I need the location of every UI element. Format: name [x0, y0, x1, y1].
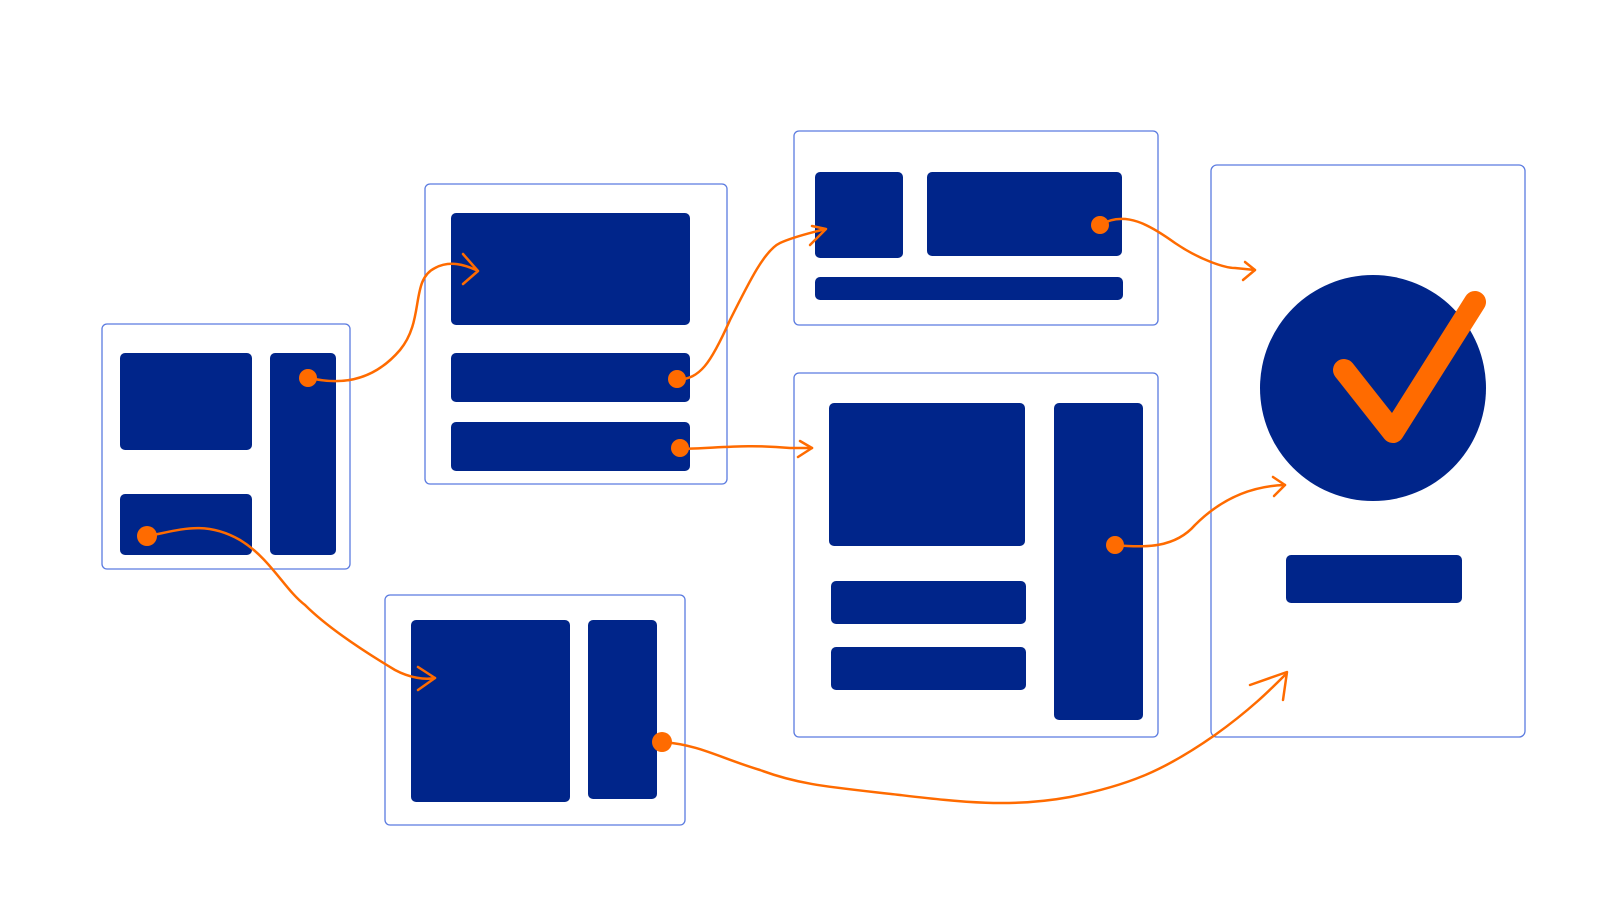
flow-arrow-icon	[1098, 217, 1257, 272]
screen-success	[1210, 164, 1526, 738]
screen-5-block-main	[829, 403, 1025, 546]
flow-arrow-icon	[416, 665, 437, 692]
flow-arrow-icon	[461, 252, 480, 286]
flow-arrow-icon	[678, 445, 814, 451]
flow-arrow-icon	[308, 262, 478, 383]
screen-2-block-row-2	[451, 422, 690, 471]
screen-5-block-row-1	[831, 581, 1026, 624]
connector-dot-icon	[668, 370, 686, 388]
flow-arrow-icon	[676, 227, 827, 382]
screen-2	[424, 183, 728, 485]
flow-arrow-icon	[796, 439, 814, 459]
connector-dot-icon	[671, 439, 689, 457]
flow-arrow-icon	[1271, 475, 1287, 498]
screen-2-block-row-1	[451, 353, 690, 402]
screen-4-block-bar	[815, 277, 1123, 300]
flow-arrow-icon	[661, 673, 1287, 805]
flow-arrow-icon	[1113, 483, 1287, 548]
screen-5	[793, 372, 1159, 738]
screen-1-block-side	[270, 353, 336, 555]
screen-2-block-hero	[451, 213, 690, 325]
connector-dot-icon	[1091, 216, 1109, 234]
connector-dot-icon	[652, 732, 672, 752]
connector-dot-icon	[1106, 536, 1124, 554]
screen-1-block-main	[120, 353, 252, 450]
screen-3	[384, 594, 686, 826]
screen-4-block-thumb	[815, 172, 903, 258]
screen-5-block-side	[1054, 403, 1143, 720]
screen-success-button-block	[1286, 555, 1462, 603]
screen-3-block-main	[411, 620, 570, 802]
checkmark-circle-icon	[1260, 275, 1486, 501]
flow-arrow-icon	[1241, 260, 1257, 282]
screen-1	[101, 323, 351, 570]
flow-arrow-icon	[808, 224, 828, 247]
connector-dot-icon	[299, 369, 317, 387]
flow-arrow-icon	[146, 526, 437, 680]
flow-connectors	[137, 216, 1289, 805]
screen-1-block-bottom	[120, 494, 252, 555]
screen-5-block-row-2	[831, 647, 1026, 690]
screen-4-block-content	[927, 172, 1122, 256]
flow-arrow-icon	[1248, 670, 1289, 702]
screen-4	[793, 130, 1159, 326]
connector-dot-icon	[137, 526, 157, 546]
screen-3-block-side	[588, 620, 657, 799]
